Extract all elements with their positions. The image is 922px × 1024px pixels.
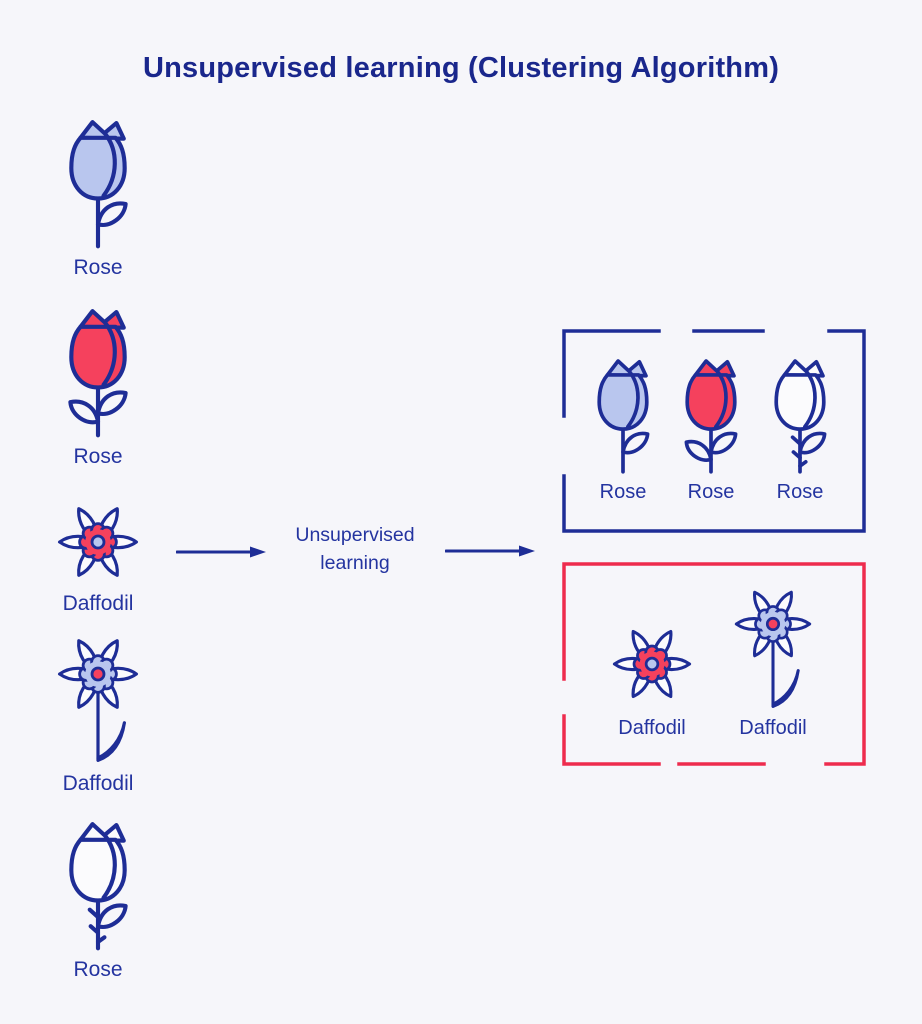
flower-label: Rose (599, 481, 647, 503)
rose-red-icon (670, 352, 752, 475)
daffodil-blue-center-icon (54, 630, 142, 766)
flower-label: Rose (73, 256, 123, 279)
rose-white-icon (52, 814, 144, 952)
rose-red-icon (52, 301, 144, 439)
rose-blue-icon (52, 112, 144, 250)
cluster-daffodil-red-center: Daffodil (609, 621, 695, 740)
input-flower-daffodil-blue-center: Daffodil (54, 630, 142, 796)
flower-label: Daffodil (62, 592, 134, 615)
daffodil-red-center-icon (609, 621, 695, 707)
flower-label: Rose (73, 958, 123, 981)
input-flower-rose-red: Rose (52, 301, 144, 469)
process-label-line2: learning (320, 552, 390, 574)
daffodil-cluster-box (562, 562, 866, 766)
cluster-rose-white: Rose (759, 352, 841, 504)
daffodil-cluster-border (562, 562, 866, 766)
flower-label: Rose (73, 445, 123, 468)
input-flower-rose-blue: Rose (52, 112, 144, 280)
process-label-line1: Unsupervised (295, 524, 415, 546)
rose-cluster-box (562, 329, 866, 533)
rose-white-icon (759, 352, 841, 475)
flower-label: Daffodil (62, 772, 134, 795)
daffodil-red-center-icon (54, 498, 142, 586)
diagram-title: Unsupervised learning (Clustering Algori… (142, 52, 780, 84)
process-label: Unsupervised learning (262, 521, 448, 577)
rose-cluster-border (562, 329, 866, 533)
flower-label: Rose (776, 481, 824, 503)
flower-label: Daffodil (739, 716, 807, 739)
daffodil-blue-center-icon (731, 582, 815, 712)
input-flower-rose-white: Rose (52, 814, 144, 982)
input-flower-daffodil-red-center: Daffodil (54, 498, 142, 616)
flower-label: Rose (687, 481, 735, 503)
cluster-rose-red: Rose (670, 352, 752, 504)
flower-label: Daffodil (618, 717, 686, 739)
cluster-daffodil-blue-center: Daffodil (731, 582, 815, 740)
output-arrow-icon (445, 544, 537, 558)
rose-blue-icon (582, 352, 664, 475)
input-arrow-icon (176, 545, 268, 559)
cluster-rose-blue: Rose (582, 352, 664, 504)
